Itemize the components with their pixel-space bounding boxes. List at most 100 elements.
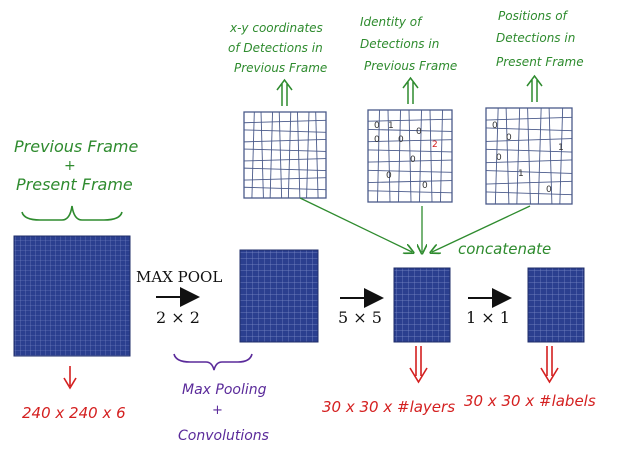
sketch-digit: 0 (398, 135, 404, 145)
sketch-line (527, 107, 531, 205)
sketch-digit: 1 (558, 143, 564, 153)
sketch-line (485, 180, 573, 185)
id-line1: Identity of (360, 15, 423, 29)
double-up-arrow-icon (276, 78, 293, 106)
sketch-line (505, 107, 510, 205)
double-up-arrow-icon (526, 74, 543, 102)
sketch-line (429, 109, 433, 203)
sketch-line (367, 190, 453, 194)
present-frame-text: Present Frame (16, 175, 133, 194)
sketch-line (408, 109, 412, 203)
max-pool-label: MAX POOL (136, 268, 222, 286)
input-tensor-block (13, 235, 131, 357)
concatenate-label: concatenate (458, 240, 551, 258)
maxpool-note-line2: Convolutions (178, 428, 269, 444)
op-2x2-label: 2 × 2 (156, 308, 200, 327)
double-up-arrow-icon (402, 76, 419, 104)
pos-line2: Detections in (496, 31, 575, 45)
sketch-digit: 1 (388, 121, 394, 131)
xy-line3: Previous Frame (234, 61, 327, 75)
curly-brace-icon (21, 205, 123, 221)
sketch-digit: 0 (410, 155, 416, 165)
op-1x1-label: 1 × 1 (466, 308, 510, 327)
sketch-digit: 0 (496, 153, 502, 163)
sketch-line (367, 149, 453, 153)
sketch-line (387, 109, 391, 203)
identity-note: Identity of Detections in Previous Frame (360, 15, 457, 104)
layers-tensor-block (393, 267, 451, 343)
sketch-digit: 0 (386, 171, 392, 181)
maxpool-note-line1: Max Pooling (182, 382, 267, 398)
pooled-tensor-block (239, 249, 319, 343)
sketch-digit: 0 (374, 135, 380, 145)
sketch-line (485, 116, 573, 121)
sketch-line (243, 148, 327, 152)
sketch-line (243, 167, 327, 171)
labels-size-label: 30 x 30 x #labels (464, 392, 596, 410)
sketch-digit: 0 (492, 121, 498, 131)
sketch-line (367, 159, 453, 163)
sketch-line (243, 139, 327, 143)
sketch-line (516, 107, 521, 205)
sketch-line (485, 148, 573, 153)
sketch-line (367, 139, 453, 143)
identity-sketch-grid (367, 109, 453, 203)
sketch-border (485, 107, 573, 205)
sketch-line (269, 111, 273, 199)
positions-note: Positions of Detections in Present Frame (496, 9, 584, 102)
sketch-line (559, 107, 564, 205)
layers-down-arrow-icon (409, 346, 428, 384)
op-5x5-label: 5 × 5 (338, 308, 382, 327)
pos-line1: Positions of (498, 9, 569, 23)
input-description-label: Previous Frame + Present Frame (14, 137, 139, 221)
sketch-line (548, 107, 553, 205)
labels-down-arrow-icon (540, 346, 559, 384)
sketch-digit: 1 (518, 169, 524, 179)
xy-line2: of Detections in (228, 41, 323, 55)
sketch-line (398, 109, 401, 203)
xy-coordinates-sketch-grid (243, 111, 327, 199)
sketch-line (243, 158, 327, 162)
sketch-line (243, 177, 327, 181)
sketch-line (243, 119, 327, 124)
layers-size-label: 30 x 30 x #layers (322, 398, 455, 416)
sketch-line (485, 127, 573, 132)
sketch-line (367, 118, 453, 122)
sketch-border (243, 111, 327, 199)
sketch-line (485, 191, 573, 196)
sketch-line (377, 109, 380, 203)
purple-brace-icon (173, 353, 253, 371)
labels-tensor-block (527, 267, 585, 343)
sketch-line (485, 170, 573, 174)
sketch-digit: 0 (422, 181, 428, 191)
xy-line1: x-y coordinates (229, 21, 323, 35)
concatenate-arrows (299, 197, 531, 252)
xy-coordinates-note: x-y coordinates of Detections in Previou… (228, 21, 327, 106)
sketch-line (440, 109, 443, 203)
sketch-line (278, 111, 283, 199)
sketch-digit: 2 (432, 140, 438, 150)
sketch-line (537, 107, 542, 205)
input-size-label: 240 x 240 x 6 (22, 404, 126, 422)
sketch-line (306, 111, 310, 199)
sketch-line (367, 128, 453, 132)
maxpool-note-plus: + (212, 403, 223, 418)
plus-text: + (64, 158, 76, 174)
sketch-line (485, 159, 573, 164)
id-line3: Previous Frame (364, 59, 457, 73)
sketch-digit: 0 (374, 121, 380, 131)
identity-digits: 0 1 0 0 0 2 0 0 0 (374, 121, 438, 191)
input-down-arrow-icon (63, 366, 77, 390)
sketch-line (367, 169, 453, 173)
sketch-digit: 0 (546, 185, 552, 195)
sketch-line (367, 180, 453, 184)
sketch-line (260, 111, 264, 199)
sketch-digit: 0 (506, 133, 512, 143)
sketch-line (485, 138, 573, 142)
id-line2: Detections in (360, 37, 439, 51)
sketch-line (243, 186, 327, 191)
prev-frame-text: Previous Frame (14, 137, 139, 156)
sketch-line (494, 107, 499, 205)
sketch-border (367, 109, 453, 203)
